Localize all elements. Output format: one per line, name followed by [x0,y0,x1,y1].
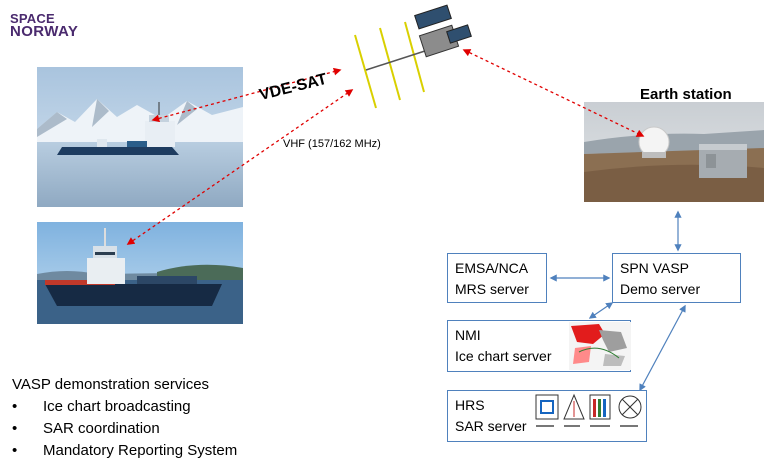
hrs-line-1: HRS [455,397,485,413]
services-items: Ice chart broadcasting SAR coordination … [12,396,237,462]
satellite-icon [354,4,472,109]
radio-link-earth-station [462,49,645,137]
emsa-line-2: MRS server [455,281,529,297]
nmi-line-2: Ice chart server [455,348,552,364]
nmi-ice-chart-server-box: NMI Ice chart server [447,320,631,372]
nmi-line-1: NMI [455,327,481,343]
radio-link-ship2 [126,89,354,245]
logo-line-1: SPACE [10,11,55,26]
offshore-vessel-photo [37,222,243,324]
service-item: Mandatory Reporting System [12,440,237,462]
sar-tools-thumbnail [535,393,642,427]
sar-tool-map-icon [535,394,559,420]
earth-station-label: Earth station [640,86,732,103]
hrs-sar-server-box: HRS SAR server [447,390,647,442]
service-item: Ice chart broadcasting [12,396,237,418]
service-item: SAR coordination [12,418,237,440]
spn-line-2: Demo server [620,281,701,297]
space-norway-logo: SPACE NORWAY [10,11,79,40]
hrs-line-2: SAR server [455,418,527,434]
vhf-link-label: VHF (157/162 MHz) [283,138,381,150]
emsa-nca-server-box: EMSA/NCA MRS server [447,253,547,303]
earth-station-photo [584,102,764,202]
services-list: VASP demonstration services Ice chart br… [12,374,237,462]
services-title: VASP demonstration services [12,376,210,393]
spn-line-1: SPN VASP [620,260,689,276]
spn-vasp-server-box: SPN VASP Demo server [612,253,741,303]
ice-chart-thumbnail [569,322,631,370]
logo-line-2: NORWAY [10,23,79,40]
link-nmi-spn [588,302,614,319]
emsa-line-1: EMSA/NCA [455,260,529,276]
link-hrs-spn [639,304,686,392]
